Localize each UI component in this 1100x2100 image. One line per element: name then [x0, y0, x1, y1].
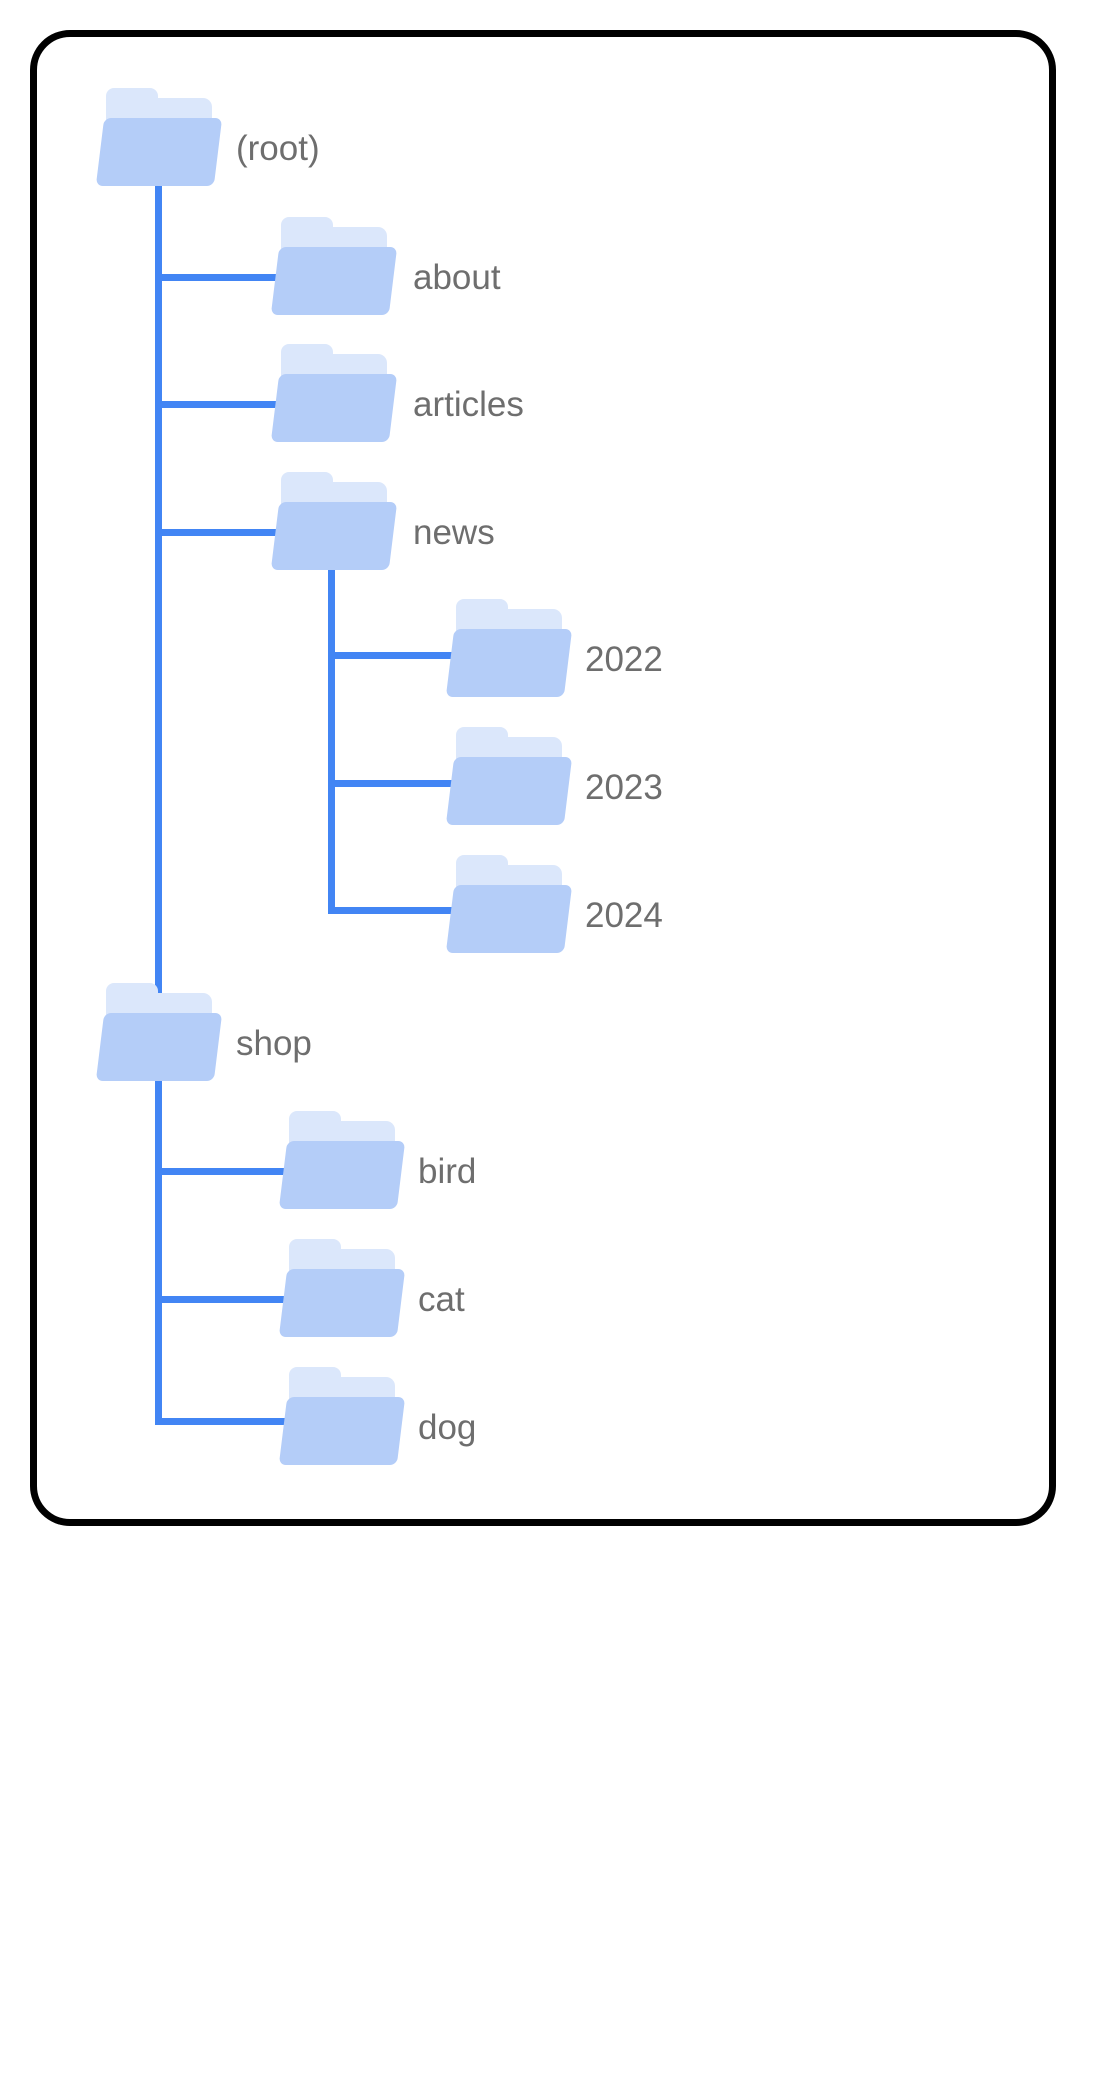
tree-node-label: about: [413, 258, 501, 297]
tree-node-label: cat: [418, 1280, 465, 1319]
tree-node-label: 2024: [585, 896, 663, 935]
folder-front: [278, 1269, 406, 1337]
folder-front: [270, 247, 398, 315]
folder-icon: [445, 855, 573, 953]
folder-front: [445, 885, 573, 953]
folder-icon: [95, 983, 223, 1081]
tree-node-label: news: [413, 513, 495, 552]
tree-node-label: 2022: [585, 640, 663, 679]
folder-front: [95, 1013, 223, 1081]
tree-node-label: (root): [236, 129, 320, 168]
folder-front: [445, 757, 573, 825]
tree-node-label: articles: [413, 385, 524, 424]
folder-icon: [278, 1367, 406, 1465]
folder-icon: [270, 344, 398, 442]
folder-icon: [95, 88, 223, 186]
folder-icon: [270, 217, 398, 315]
tree-node-label: shop: [236, 1024, 312, 1063]
folder-front: [95, 118, 223, 186]
folder-icon: [270, 472, 398, 570]
folder-front: [270, 374, 398, 442]
folder-icon: [445, 599, 573, 697]
folder-front: [278, 1397, 406, 1465]
folder-icon: [445, 727, 573, 825]
folder-icon: [278, 1239, 406, 1337]
folder-front: [445, 629, 573, 697]
folder-icon: [278, 1111, 406, 1209]
tree-node-label: bird: [418, 1152, 477, 1191]
folder-front: [270, 502, 398, 570]
folder-front: [278, 1141, 406, 1209]
tree-node-label: dog: [418, 1408, 477, 1447]
tree-node-label: 2023: [585, 768, 663, 807]
